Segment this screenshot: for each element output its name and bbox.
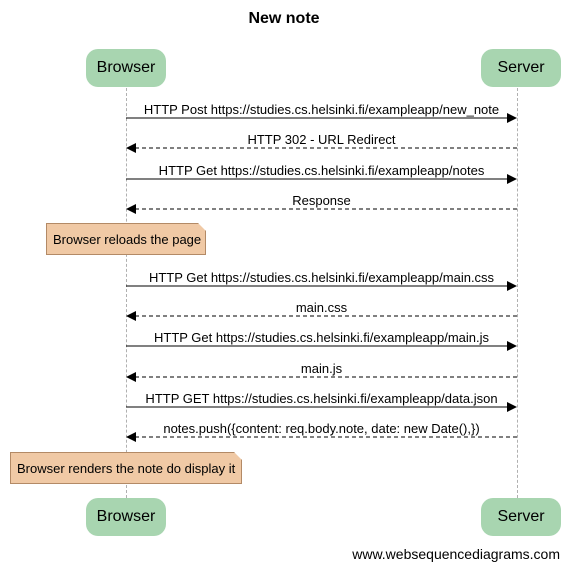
message-arrowhead-7 [507, 341, 517, 351]
lifeline-browser [126, 88, 127, 498]
message-label-5: HTTP Get https://studies.cs.helsinki.fi/… [148, 270, 495, 285]
message-label-4: Response [292, 193, 351, 208]
message-arrowhead-1 [507, 113, 517, 123]
message-label-8: main.js [300, 361, 343, 376]
message-label-3: HTTP Get https://studies.cs.helsinki.fi/… [158, 163, 485, 178]
diagram-title: New note [248, 10, 320, 27]
message-arrowhead-3 [507, 174, 517, 184]
note-reload-text: Browser reloads the page [53, 231, 202, 247]
participant-browser-top: Browser [86, 49, 166, 87]
lifeline-server [517, 88, 518, 498]
note-reload: Browser reloads the page [46, 223, 206, 255]
message-label-6: main.css [295, 300, 348, 315]
note-render-text: Browser renders the note do display it [17, 460, 236, 476]
participant-server-top: Server [481, 49, 561, 87]
message-arrowhead-2 [126, 143, 136, 153]
message-label-1: HTTP Post https://studies.cs.helsinki.fi… [143, 102, 500, 117]
footer-watermark: www.websequencediagrams.com [352, 546, 560, 562]
message-arrowhead-4 [126, 204, 136, 214]
message-arrowhead-8 [126, 372, 136, 382]
participant-browser-bottom: Browser [86, 498, 166, 536]
message-label-7: HTTP Get https://studies.cs.helsinki.fi/… [153, 330, 490, 345]
message-label-2: HTTP 302 - URL Redirect [247, 132, 396, 147]
message-arrowhead-6 [126, 311, 136, 321]
message-label-9: HTTP GET https://studies.cs.helsinki.fi/… [145, 391, 498, 406]
note-render: Browser renders the note do display it [10, 452, 242, 484]
participant-server-bottom: Server [481, 498, 561, 536]
message-label-10: notes.push({content: req.body.note, date… [163, 421, 480, 436]
message-arrowhead-9 [507, 402, 517, 412]
message-arrowhead-5 [507, 281, 517, 291]
message-arrowhead-10 [126, 432, 136, 442]
